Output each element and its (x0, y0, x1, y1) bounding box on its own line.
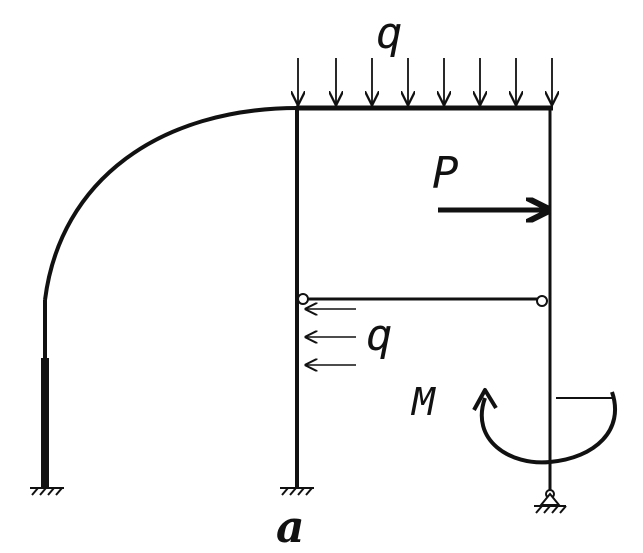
label-m: M (412, 380, 435, 424)
moment-arrow (479, 391, 618, 465)
distributed-load-side-arrows (306, 309, 356, 365)
label-p: P (432, 148, 459, 199)
label-q-top: q (376, 8, 403, 59)
label-a: a (276, 502, 305, 553)
fixed-support-middle (280, 487, 314, 496)
curved-member (43, 106, 299, 301)
moment-arrow-head (472, 388, 498, 411)
hinge-left (297, 293, 309, 305)
hinge-right (536, 295, 548, 307)
fixed-support-left (30, 487, 64, 496)
distributed-load-top-arrows (298, 58, 552, 104)
label-q-side: q (366, 310, 393, 361)
pin-support-right (534, 489, 567, 514)
